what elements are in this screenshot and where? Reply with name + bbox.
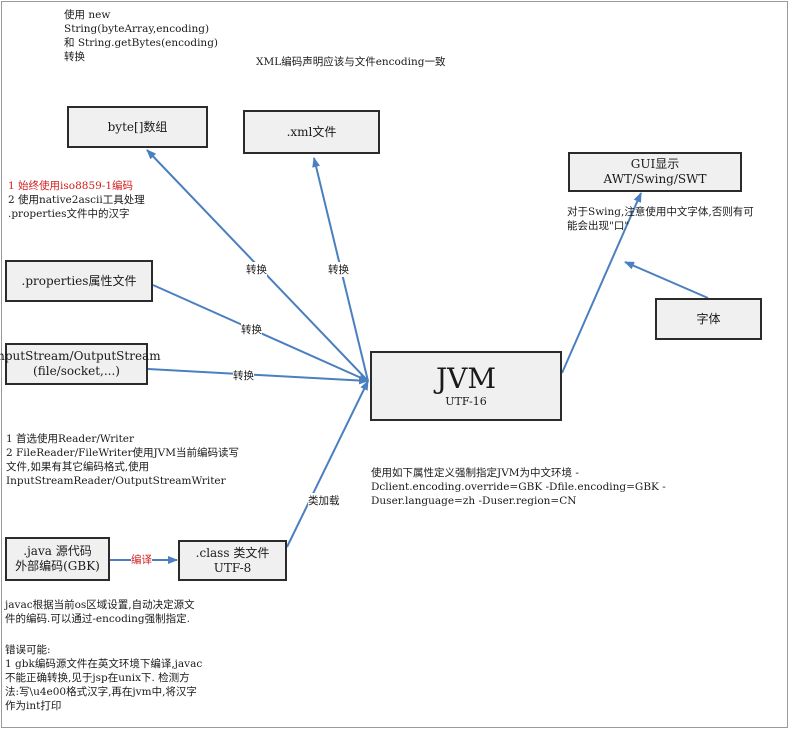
note-swing-font: 对于Swing,注意使用中文字体,否则有可 能会出现"口" — [567, 206, 754, 232]
jvm-encoding: UTF-16 — [445, 395, 487, 408]
box-jvm: JVM UTF-16 — [370, 351, 562, 421]
note-string-conversion: 使用 new String(byteArray,encoding) 和 Stri… — [64, 9, 219, 63]
note-jvm-properties: 使用如下属性定义强制指定JVM为中文环境 - Dclient.encoding.… — [371, 467, 666, 507]
note-javac-encoding: javac根据当前os区域设置,自动决定源文 件的编码.可以通过-encodin… — [5, 599, 195, 625]
note-xml-encoding: XML编码声明应该与文件encoding一致 — [256, 56, 446, 68]
arrow-font-to-gui — [624, 261, 709, 299]
arrow-class-to-jvm — [286, 380, 369, 548]
box-byte-array: byte[]数组 — [67, 106, 208, 148]
box-xml-file: .xml文件 — [243, 110, 380, 154]
box-properties-file: .properties属性文件 — [5, 260, 153, 302]
edge-label-class-load: 类加载 — [308, 493, 340, 508]
box-gui-display: GUI显示 AWT/Swing/SWT — [568, 152, 742, 192]
box-input-output-stream: InputStream/OutputStream (file/socket,..… — [0, 343, 161, 385]
box-java-source: .java 源代码 外部编码(GBK) — [5, 537, 110, 581]
box-class-file: .class 类文件 UTF-8 — [178, 540, 287, 581]
edge-label-compile: 编译 — [131, 552, 152, 567]
arrow-jvm-to-gui — [561, 192, 642, 374]
edge-label-to-xml: 转换 — [328, 262, 349, 277]
edge-label-properties: 转换 — [241, 322, 262, 337]
note-possible-errors: 错误可能: 1 gbk编码源文件在英文环境下编译,javac 不能正确转换,见于… — [5, 644, 203, 712]
jvm-title: JVM — [435, 362, 497, 395]
note-properties-encoding: 1 始终使用iso8859-1编码 2 使用native2ascii工具处理 .… — [8, 180, 145, 220]
arrow-stream-to-jvm — [147, 368, 369, 385]
edge-label-to-byte-array: 转换 — [246, 262, 267, 277]
edge-label-stream: 转换 — [233, 368, 254, 383]
box-font: 字体 — [655, 298, 762, 340]
note-reader-writer: 1 首选使用Reader/Writer 2 FileReader/FileWri… — [6, 433, 240, 487]
